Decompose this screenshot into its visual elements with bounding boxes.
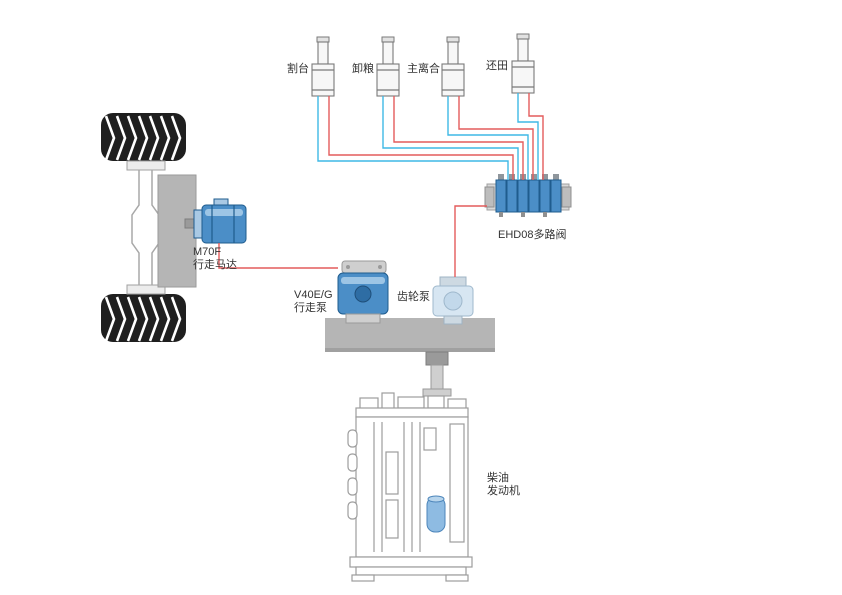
travel-motor-model: M70F	[193, 246, 222, 258]
axle	[126, 160, 166, 295]
travel-pump-model: V40E/G	[294, 289, 333, 301]
cylinder-return-label: 还田	[486, 60, 508, 72]
travel-motor	[184, 198, 247, 244]
cylinder-return	[511, 33, 535, 94]
cylinder-unload-label: 卸粮	[352, 63, 374, 75]
gear-pump	[432, 276, 474, 325]
multiway-valve	[484, 174, 572, 217]
multiway-valve-label: EHD08多路阀	[498, 229, 567, 241]
cylinder-header-label: 割台	[287, 63, 309, 75]
engine-coupling-shaft	[422, 351, 452, 397]
diesel-engine-label-line2: 发动机	[487, 485, 520, 497]
travel-pump-name: 行走泵	[294, 302, 327, 314]
travel-pump-label: V40E/G 行走泵	[294, 289, 333, 315]
cylinder-clutch	[441, 36, 465, 97]
cylinder-clutch-label: 主离合	[407, 63, 440, 75]
cylinder-header	[311, 36, 335, 97]
gear-pump-label: 齿轮泵	[397, 291, 430, 303]
drive-gearbox	[157, 174, 197, 288]
diesel-engine-label-line1: 柴油	[487, 472, 509, 484]
top-tire	[101, 113, 186, 161]
travel-pump	[337, 260, 389, 324]
diesel-engine	[347, 392, 473, 582]
pump-mounting-plate-edge	[325, 348, 495, 352]
hydraulic-lines	[218, 93, 544, 277]
cylinder-unload	[376, 36, 400, 97]
travel-motor-label: M70F 行走马达	[193, 246, 237, 272]
pump-mounting-plate	[325, 318, 495, 352]
bottom-tire	[101, 294, 186, 342]
diesel-engine-label: 柴油 发动机	[487, 472, 520, 498]
travel-motor-name: 行走马达	[193, 259, 237, 271]
